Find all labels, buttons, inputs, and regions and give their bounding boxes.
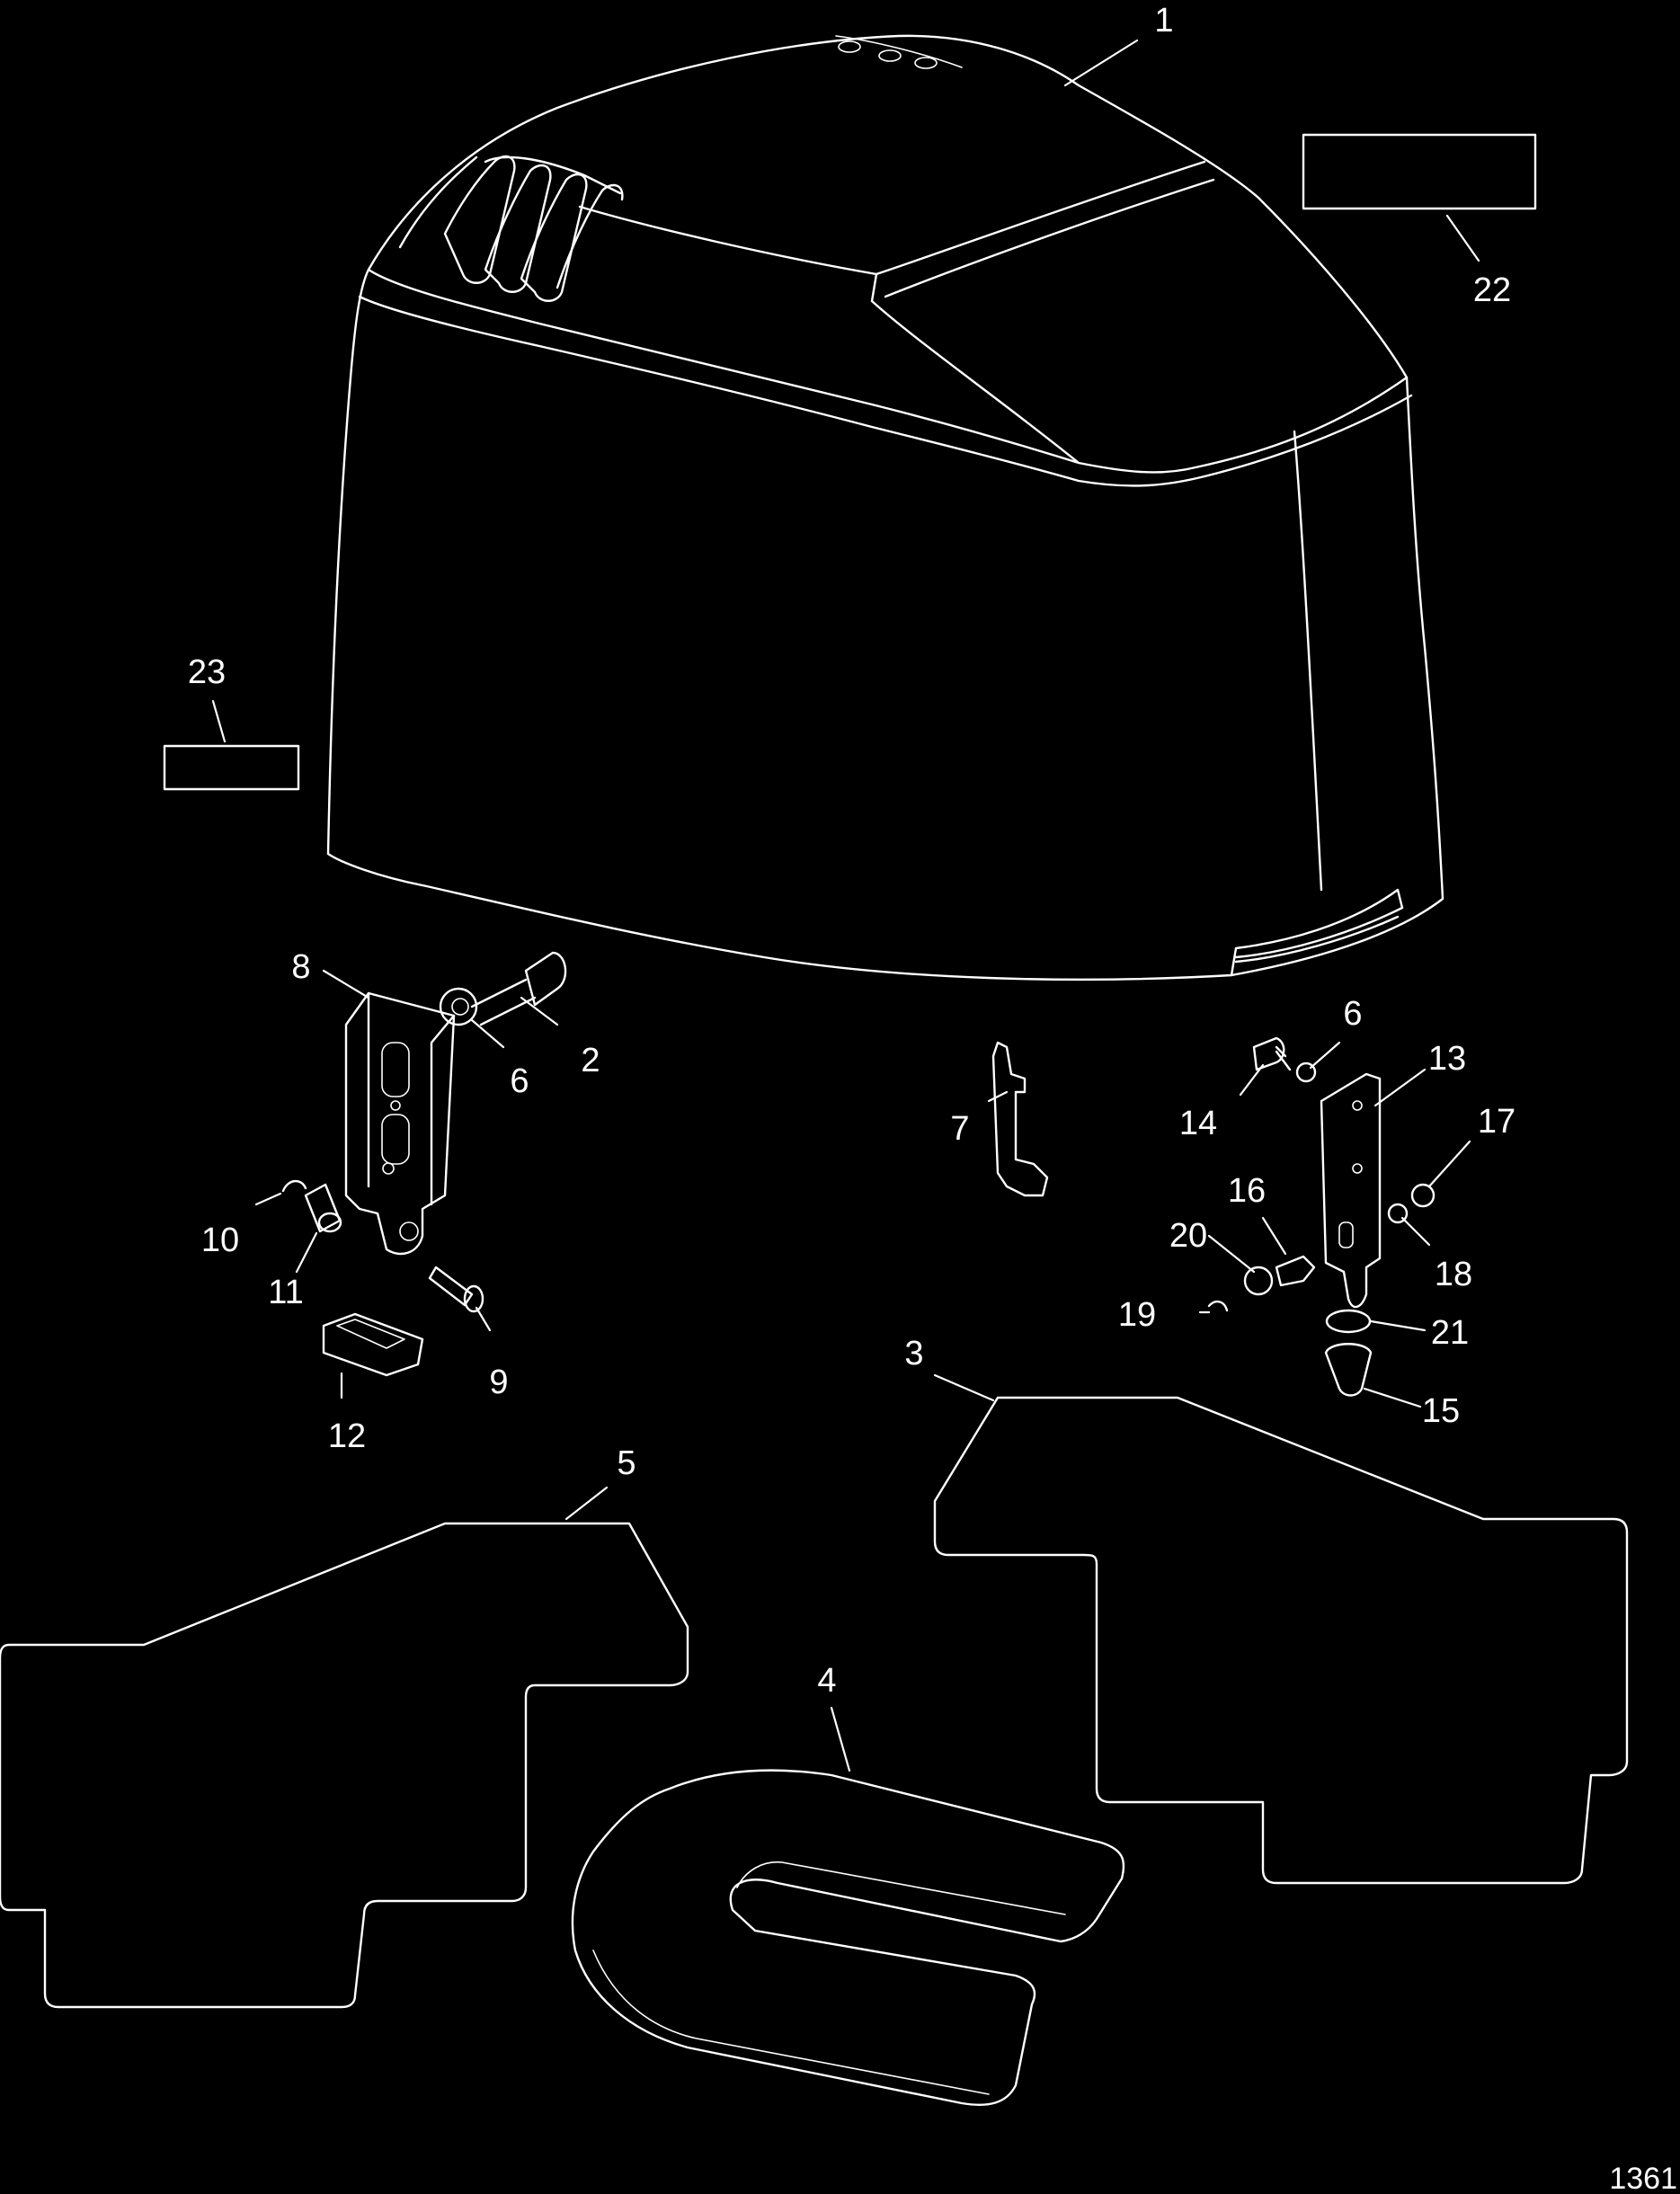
callout-6-right: 6 <box>1343 995 1362 1033</box>
callout-19: 19 <box>1118 1296 1156 1334</box>
latch-bracket-8-part <box>344 991 456 1256</box>
callout-20: 20 <box>1169 1217 1207 1255</box>
latch-7-part <box>991 1041 1049 1197</box>
callout-4: 4 <box>817 1662 836 1700</box>
pin-16-part <box>1275 1255 1316 1287</box>
seal-4-part <box>571 1769 1125 2106</box>
washer-6-right-part <box>1295 1061 1317 1083</box>
callout-15: 15 <box>1422 1392 1460 1430</box>
washer-18-part <box>1387 1203 1409 1224</box>
callout-5: 5 <box>617 1444 636 1482</box>
washer-21-part <box>1325 1309 1372 1334</box>
pad-12-part <box>322 1312 424 1377</box>
callout-17: 17 <box>1478 1103 1516 1141</box>
figure-number: 1361 <box>1609 2162 1677 2194</box>
callout-13: 13 <box>1428 1040 1466 1078</box>
callouts: 1 22 23 8 2 6 7 6 13 14 17 16 20 18 19 2… <box>188 2 1516 1700</box>
callout-7: 7 <box>950 1110 969 1148</box>
callout-8: 8 <box>291 948 310 986</box>
bolt-2-part <box>470 951 567 1026</box>
callout-18: 18 <box>1435 1256 1472 1293</box>
callout-16: 16 <box>1228 1172 1266 1210</box>
grommet-15-part <box>1324 1343 1373 1397</box>
callout-12: 12 <box>328 1417 366 1455</box>
decal-22-part <box>1302 133 1537 210</box>
callout-11: 11 <box>268 1274 303 1311</box>
seal-3-part <box>933 1396 1629 1885</box>
bushing-11-part <box>304 1183 342 1233</box>
callout-10: 10 <box>201 1221 239 1259</box>
seal-5-part <box>0 1522 689 2009</box>
clip-19-part <box>1207 1300 1229 1312</box>
leader-lines <box>211 39 1480 1772</box>
screw-14-part <box>1252 1036 1292 1071</box>
top-cowl-part <box>326 34 1444 982</box>
washer-6-left-part <box>439 987 478 1026</box>
callout-21: 21 <box>1431 1314 1469 1352</box>
callout-3: 3 <box>904 1335 923 1372</box>
callout-9: 9 <box>489 1363 508 1401</box>
callout-1: 1 <box>1154 2 1173 40</box>
callout-22: 22 <box>1473 271 1511 309</box>
bracket-13-part <box>1320 1072 1382 1309</box>
bushing-20-part <box>1243 1266 1274 1296</box>
callout-14: 14 <box>1179 1105 1217 1142</box>
callout-6-left: 6 <box>510 1062 529 1100</box>
nut-17-part <box>1410 1183 1436 1208</box>
decal-23-part <box>163 744 300 791</box>
callout-2: 2 <box>581 1042 600 1079</box>
clip-10-part <box>281 1179 307 1193</box>
callout-23: 23 <box>188 653 226 691</box>
pin-9-part <box>428 1266 484 1313</box>
